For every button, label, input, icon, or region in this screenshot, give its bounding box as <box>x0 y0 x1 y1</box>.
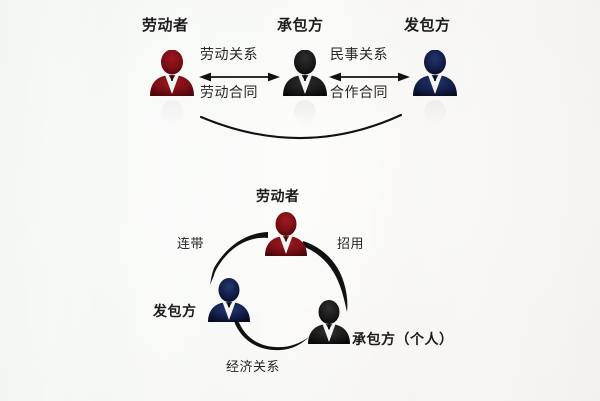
connector-label-labor-contract: 劳动合同 <box>200 85 258 101</box>
figure-top-employer <box>409 50 461 136</box>
bottom-node-label-worker: 劳动者 <box>256 189 300 205</box>
figure-top-contractor <box>279 50 331 136</box>
top-node-label-worker: 劳动者 <box>142 16 189 34</box>
connector-contractor-employer <box>329 72 410 82</box>
top-node-label-employer: 发包方 <box>404 16 451 34</box>
connector-worker-contractor-bottom <box>302 241 348 312</box>
figure-bottom-employer <box>205 278 253 330</box>
figure-bottom-worker <box>262 212 310 264</box>
bottom-node-label-employer: 发包方 <box>153 304 197 320</box>
connector-label-recruitment: 招用 <box>337 237 365 252</box>
top-node-label-contractor: 承包方 <box>277 16 324 34</box>
connector-employer-worker <box>210 232 268 285</box>
connector-label-cooperation-contract: 合作合同 <box>330 85 388 101</box>
connector-worker-contractor <box>199 72 280 82</box>
connector-worker-employer-arc <box>199 113 403 140</box>
figure-bottom-contractor <box>305 300 353 352</box>
connector-label-joint-liability: 连带 <box>177 237 205 252</box>
connector-label-civil-relation: 民事关系 <box>330 47 388 63</box>
figure-top-worker <box>146 50 198 136</box>
connector-label-economic-relation: 经济关系 <box>226 360 281 375</box>
connector-employer-contractor <box>234 320 309 351</box>
bottom-node-label-contractor: 承包方（个人） <box>352 332 454 348</box>
connector-label-labor-relation: 劳动关系 <box>200 47 258 63</box>
